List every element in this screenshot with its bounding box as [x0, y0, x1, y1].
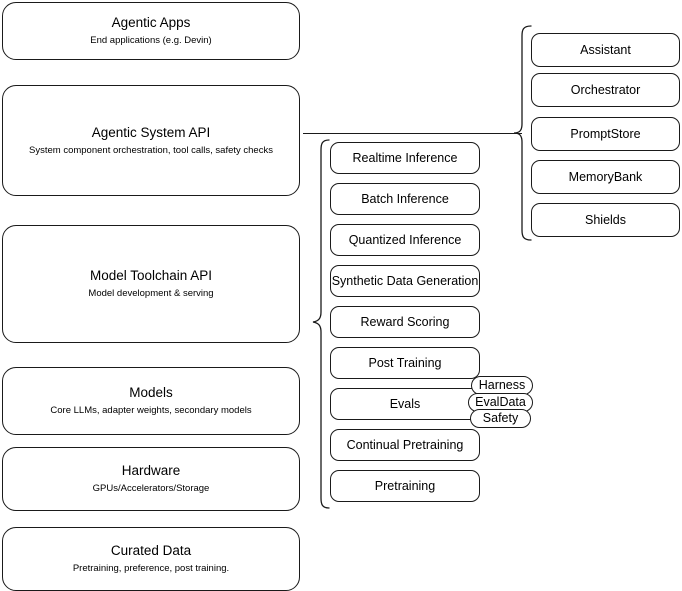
component-label: MemoryBank: [568, 170, 643, 184]
toolchain-component-continual-pretraining[interactable]: Continual Pretraining: [330, 429, 480, 461]
layer-subtitle: System component orchestration, tool cal…: [29, 144, 273, 156]
layer-box-model-toolchain-api[interactable]: Model Toolchain API Model development & …: [2, 225, 300, 343]
system-components-brace: [505, 18, 535, 253]
toolchain-component-evals[interactable]: Evals: [330, 388, 480, 420]
eval-badge-evaldata[interactable]: EvalData: [468, 393, 533, 412]
eval-badge-safety[interactable]: Safety: [470, 409, 531, 428]
component-label: Batch Inference: [361, 192, 449, 206]
component-label: Orchestrator: [570, 83, 641, 97]
component-label: Post Training: [368, 356, 442, 370]
layer-title: Hardware: [121, 463, 181, 478]
toolchain-components-brace: [308, 134, 338, 524]
layer-box-curated-data[interactable]: Curated Data Pretraining, preference, po…: [2, 527, 300, 591]
layer-box-agentic-system-api[interactable]: Agentic System API System component orch…: [2, 85, 300, 196]
component-label: Reward Scoring: [360, 315, 450, 329]
layer-title: Agentic Apps: [111, 15, 191, 30]
component-label: PromptStore: [570, 127, 641, 141]
layer-title: Curated Data: [110, 543, 192, 558]
toolchain-component-post-training[interactable]: Post Training: [330, 347, 480, 379]
layer-box-agentic-apps[interactable]: Agentic Apps End applications (e.g. Devi…: [2, 2, 300, 60]
system-api-connector-line: [303, 133, 522, 134]
system-component-shields[interactable]: Shields: [531, 203, 680, 237]
layer-subtitle: GPUs/Accelerators/Storage: [92, 483, 210, 494]
layer-title: Models: [129, 385, 173, 400]
toolchain-component-synthetic-data-generation[interactable]: Synthetic Data Generation: [330, 265, 480, 297]
toolchain-component-pretraining[interactable]: Pretraining: [330, 470, 480, 502]
badge-label: EvalData: [475, 395, 526, 410]
component-label: Shields: [585, 213, 626, 227]
component-label: Evals: [389, 397, 421, 411]
component-label: Pretraining: [374, 479, 436, 493]
toolchain-component-quantized-inference[interactable]: Quantized Inference: [330, 224, 480, 256]
toolchain-component-realtime-inference[interactable]: Realtime Inference: [330, 142, 480, 174]
system-component-promptstore[interactable]: PromptStore: [531, 117, 680, 151]
layer-subtitle: End applications (e.g. Devin): [90, 35, 212, 46]
system-component-assistant[interactable]: Assistant: [531, 33, 680, 67]
layer-box-models[interactable]: Models Core LLMs, adapter weights, secon…: [2, 367, 300, 435]
layer-box-hardware[interactable]: Hardware GPUs/Accelerators/Storage: [2, 447, 300, 511]
eval-badge-harness[interactable]: Harness: [471, 376, 533, 395]
component-label: Continual Pretraining: [346, 438, 464, 452]
system-component-orchestrator[interactable]: Orchestrator: [531, 73, 680, 107]
toolchain-component-batch-inference[interactable]: Batch Inference: [330, 183, 480, 215]
component-label: Assistant: [580, 43, 631, 57]
toolchain-component-reward-scoring[interactable]: Reward Scoring: [330, 306, 480, 338]
layer-subtitle: Model development & serving: [88, 288, 214, 299]
layer-title: Agentic System API: [91, 124, 211, 140]
badge-label: Safety: [482, 411, 519, 426]
component-label: Quantized Inference: [348, 233, 462, 247]
system-component-memorybank[interactable]: MemoryBank: [531, 160, 680, 194]
layer-subtitle: Pretraining, preference, post training.: [72, 563, 230, 574]
component-label: Synthetic Data Generation: [331, 274, 479, 288]
layer-subtitle: Core LLMs, adapter weights, secondary mo…: [50, 405, 252, 416]
badge-label: Harness: [478, 378, 526, 393]
layer-title: Model Toolchain API: [89, 268, 213, 283]
component-label: Realtime Inference: [352, 151, 458, 165]
